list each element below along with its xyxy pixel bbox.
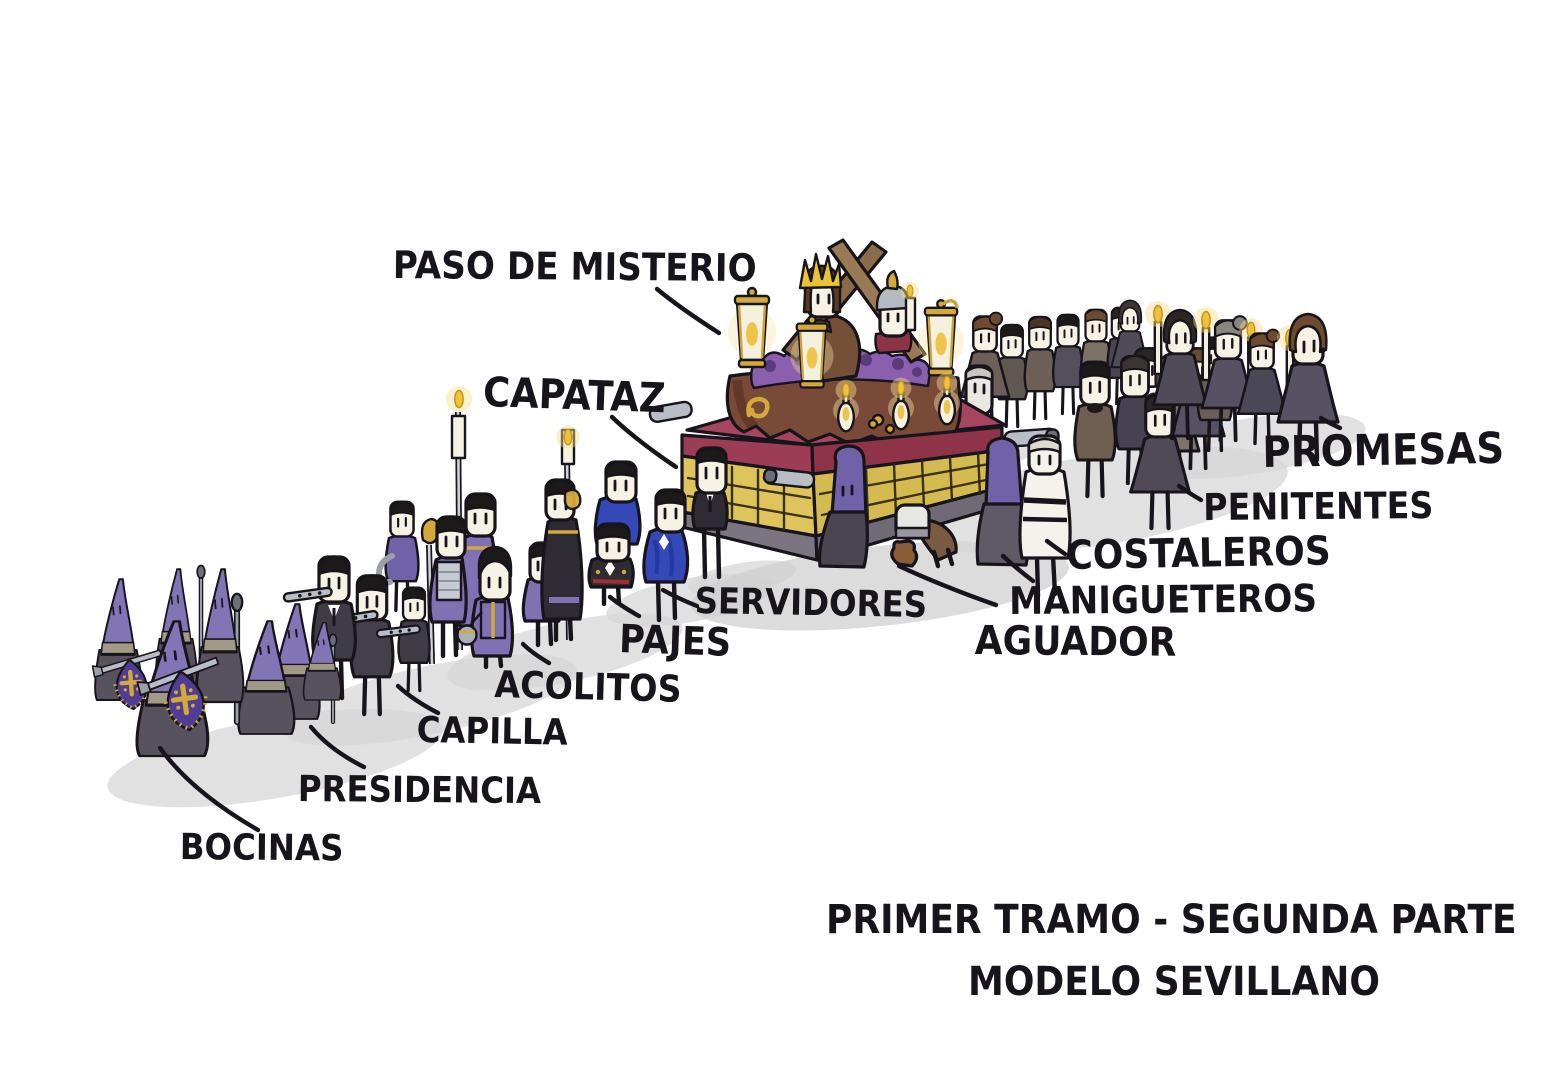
- roman-soldier-figure: [874, 269, 920, 355]
- acolitos-group: [420, 385, 584, 670]
- label-presidencia: PRESIDENCIA: [297, 769, 542, 813]
- crown-of-rays: [798, 252, 843, 290]
- label-pajes: PAJES: [618, 617, 732, 666]
- capilla-group: [282, 499, 432, 715]
- label-servidores: SERVIDORES: [694, 581, 928, 627]
- label-promesas: PROMESAS: [1262, 423, 1505, 478]
- manigueta-handle: [648, 400, 693, 423]
- label-costaleros: COSTALEROS: [1066, 528, 1332, 579]
- label-acolitos: ACOLITOS: [493, 663, 683, 711]
- paje-figure-right: [642, 488, 690, 623]
- censer: [456, 624, 478, 646]
- penitentes-group: [959, 298, 1234, 528]
- label-paso-de-misterio: PASO DE MISTERIO: [392, 243, 757, 291]
- water-jug: [890, 539, 919, 568]
- leader-lines: [157, 286, 1343, 833]
- label-penitentes: PENITENTES: [1203, 483, 1434, 529]
- bocinas-group: [92, 568, 245, 758]
- promesas-group: [1145, 301, 1338, 460]
- label-bocinas: BOCINAS: [179, 827, 344, 870]
- costalero-head-peek: [964, 364, 994, 416]
- label-manigueteros: MANIGUETEROS: [1009, 576, 1318, 623]
- aguador-figure: [890, 503, 958, 569]
- label-capataz: CAPATAZ: [482, 368, 667, 423]
- label-aguador: AGUADOR: [974, 618, 1177, 666]
- paso-de-misterio-group: [680, 238, 1060, 569]
- servidor-figure: [587, 522, 635, 607]
- costalero-front-figure: [1018, 434, 1072, 599]
- caption-line-1: PRIMER TRAMO - SEGUNDA PARTE: [826, 897, 1517, 943]
- capataz-figure: [691, 446, 729, 580]
- label-capilla: CAPILLA: [416, 710, 569, 754]
- maniguetero-front: [817, 444, 869, 569]
- paje-figure-left: [593, 460, 642, 546]
- caption-line-2: MODELO SEVILLANO: [968, 959, 1380, 1005]
